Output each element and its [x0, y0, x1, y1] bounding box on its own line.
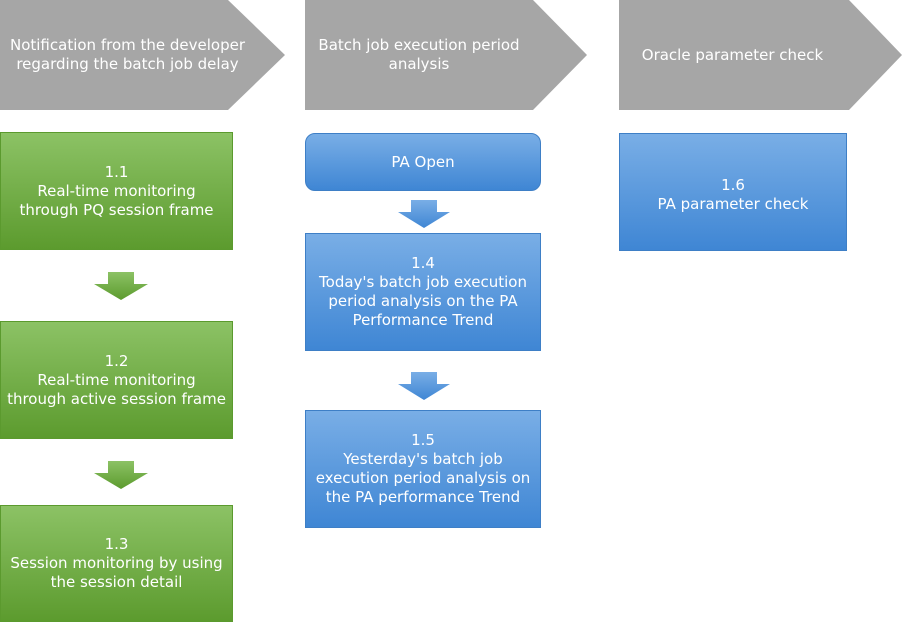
step-1-5-line-3: the PA performance Trend: [325, 488, 521, 506]
step-1-6: 1.6 PA parameter check: [619, 133, 847, 251]
header-column-2-line-1: Batch job execution period: [318, 36, 520, 54]
pa-open-button: PA Open: [305, 133, 541, 191]
step-1-3-line-1: Session monitoring by using: [10, 554, 223, 572]
step-1-2-number: 1.2: [104, 351, 129, 370]
step-1-5-line-2: execution period analysis on: [315, 469, 531, 487]
step-1-5: 1.5 Yesterday's batch job execution peri…: [305, 410, 541, 528]
step-1-2-line-2: through active session frame: [7, 389, 226, 408]
header-column-1: Notification from the developer regardin…: [0, 0, 285, 110]
down-arrow-icon: [398, 372, 450, 400]
step-1-3-line-2: the session detail: [50, 573, 183, 591]
header-column-2-line-2: analysis: [388, 55, 450, 73]
step-1-4-line-2: period analysis on the PA: [328, 292, 518, 310]
header-column-1-line-1: Notification from the developer: [9, 36, 245, 54]
header-column-1-line-2: regarding the batch job delay: [16, 55, 239, 73]
step-1-1-line-1: Real-time monitoring: [37, 181, 196, 200]
step-1-6-number: 1.6: [721, 176, 745, 194]
down-arrow-icon: [94, 272, 148, 300]
step-1-5-number: 1.5: [411, 431, 435, 449]
step-1-4-number: 1.4: [411, 254, 435, 272]
step-1-3: 1.3 Session monitoring by using the sess…: [0, 505, 233, 622]
step-1-2: 1.2 Real-time monitoring through active …: [0, 321, 233, 439]
step-1-1: 1.1 Real-time monitoring through PQ sess…: [0, 132, 233, 250]
down-arrow-icon: [94, 461, 148, 489]
header-column-3-line-1: Oracle parameter check: [641, 45, 824, 64]
step-1-4-line-1: Today's batch job execution: [319, 273, 527, 291]
step-1-6-line-1: PA parameter check: [657, 195, 809, 213]
step-1-4: 1.4 Today's batch job execution period a…: [305, 233, 541, 351]
step-1-2-line-1: Real-time monitoring: [37, 370, 196, 389]
step-1-4-line-3: Performance Trend: [352, 311, 494, 329]
pa-open-label: PA Open: [391, 152, 455, 171]
header-column-3: Oracle parameter check: [619, 0, 902, 110]
down-arrow-icon: [398, 200, 450, 228]
step-1-1-line-2: through PQ session frame: [19, 200, 214, 219]
header-column-2: Batch job execution period analysis: [305, 0, 587, 110]
step-1-3-number: 1.3: [104, 535, 129, 553]
step-1-5-line-1: Yesterday's batch job: [343, 450, 503, 468]
step-1-1-number: 1.1: [104, 162, 129, 181]
